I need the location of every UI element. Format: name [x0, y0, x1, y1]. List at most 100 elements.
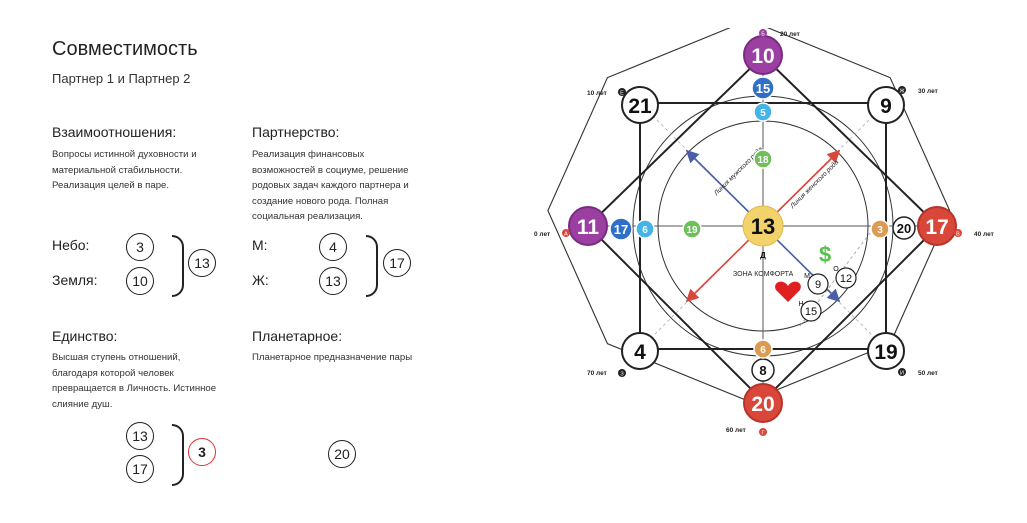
chakra-o-node — [835, 267, 857, 289]
unity-brace — [172, 424, 184, 486]
top-inner-node-1 — [751, 76, 775, 100]
corner-br-value: 19 — [874, 341, 897, 364]
age-letter-bottom: Г — [762, 431, 765, 437]
unity-desc-line: благодаря которой человек — [52, 367, 174, 379]
left-inner-value-1: 17 — [614, 222, 628, 237]
unity-value-2: 17 — [126, 455, 154, 483]
relations-description: Вопросы истинной духовности и материальн… — [52, 147, 197, 194]
chakra-m-value: 9 — [815, 279, 821, 291]
age-letter-right: В — [956, 232, 960, 238]
female-label: Ж: — [252, 272, 269, 288]
corner-tr-node — [867, 86, 905, 124]
left-inner-value-3: 19 — [686, 225, 698, 236]
planetary-heading: Планетарное: — [252, 328, 343, 344]
relations-brace — [172, 235, 184, 297]
top-inner-node-2 — [753, 102, 773, 122]
unity-sum: 3 — [188, 438, 216, 466]
center-letter: Д — [760, 251, 766, 260]
corner-tl-value: 21 — [628, 95, 652, 118]
left-inner-node-1 — [609, 217, 633, 241]
age-letter-tl: Е — [620, 91, 624, 97]
chakra-n-node — [800, 300, 822, 322]
chakra-m-node — [807, 273, 829, 295]
matrix-diagram: Линия мужского рода Линия женского рода … — [534, 28, 994, 437]
age-letter-left: А — [564, 232, 568, 238]
right-inner-node-1 — [892, 216, 916, 240]
relations-heading: Взаимоотношения: — [52, 124, 177, 140]
corner-tr-value: 9 — [880, 95, 892, 118]
chakra-o-letter: О — [833, 266, 839, 273]
bottom-inner-value-1: 8 — [759, 363, 766, 378]
right-inner-node-2 — [870, 219, 890, 239]
female-value: 13 — [319, 267, 347, 295]
left-value: 11 — [577, 216, 600, 239]
corner-br-node — [867, 332, 905, 370]
age-label-bl: 70 лет — [587, 370, 607, 377]
top-inner-node-3 — [753, 149, 773, 169]
partnership-brace — [366, 235, 378, 297]
bottom-inner-node-1 — [751, 358, 775, 382]
bottom-node — [743, 383, 783, 423]
corner-bl-value: 4 — [634, 341, 646, 364]
unity-desc-line: слияние душ. — [52, 398, 113, 410]
right-inner-value-2: 3 — [877, 225, 883, 236]
top-inner-value-2: 5 — [760, 108, 766, 119]
sky-label: Небо: — [52, 237, 90, 253]
sky-value: 3 — [126, 233, 154, 261]
male-label: М: — [252, 237, 268, 253]
unity-value-1: 13 — [126, 422, 154, 450]
right-value: 17 — [925, 216, 948, 239]
left-node — [568, 206, 608, 246]
unity-heading: Единство: — [52, 328, 118, 344]
right-node — [917, 206, 957, 246]
corner-tl-node — [621, 86, 659, 124]
age-letter-bl: З — [620, 372, 624, 378]
bottom-inner-value-2: 6 — [760, 345, 766, 356]
planetary-description: Планетарное предназначение пары — [252, 350, 412, 366]
dollar-icon: $ — [819, 242, 831, 267]
heart-icon — [775, 281, 801, 302]
corner-bl-node — [621, 332, 659, 370]
page-subtitle: Партнер 1 и Партнер 2 — [52, 71, 191, 86]
unity-desc-line: Высшая ступень отношений, — [52, 352, 181, 363]
center-node — [742, 205, 784, 247]
relations-sum: 13 — [188, 249, 216, 277]
partnership-desc-line: социальная реализация. — [252, 211, 363, 222]
partnership-desc-line: Реализация финансовых — [252, 149, 365, 160]
age-label-tl: 10 лет — [587, 90, 607, 97]
top-value: 10 — [751, 45, 774, 68]
age-label-right: 40 лет — [974, 231, 994, 238]
partnership-description: Реализация финансовых возможностей в соц… — [252, 147, 409, 225]
partnership-desc-line: создание нового рода. Полная — [252, 195, 389, 207]
bottom-inner-node-2 — [753, 339, 773, 359]
page-title: Совместимость — [52, 38, 198, 60]
chakra-n-value: 15 — [805, 306, 817, 318]
earth-value: 10 — [126, 267, 154, 295]
planetary-desc-line: Планетарное предназначение пары — [252, 352, 413, 363]
age-letter-top: Б — [761, 32, 765, 38]
chakra-o-value: 12 — [840, 273, 852, 285]
top-inner-value-1: 15 — [756, 81, 770, 96]
left-inner-node-2 — [635, 219, 655, 239]
partnership-desc-line: возможностей в социуме, решение — [252, 164, 409, 176]
age-letter-tr: Ж — [899, 89, 904, 95]
unity-desc-line: превращается в Личность. Истинное — [52, 383, 217, 394]
age-label-left: 0 лет — [534, 231, 550, 238]
unity-description: Высшая ступень отношений, благодаря кото… — [52, 350, 216, 412]
right-inner-value-1: 20 — [897, 221, 911, 236]
age-label-top: 20 лет — [780, 31, 800, 38]
age-label-bottom: 60 лет — [726, 427, 746, 434]
male-value: 4 — [319, 233, 347, 261]
partnership-heading: Партнерство: — [252, 124, 340, 140]
age-letter-br: И — [900, 371, 904, 377]
chakra-n-letter: Н — [798, 301, 803, 308]
female-line-label: Линия женского рода — [788, 158, 841, 211]
comfort-zone-label: ЗОНА КОМФОРТА — [733, 271, 794, 278]
partnership-sum: 17 — [383, 249, 411, 277]
center-value: 13 — [751, 214, 775, 239]
relations-desc-line: Реализация целей в паре. — [52, 180, 170, 191]
planetary-value: 20 — [328, 440, 356, 468]
left-inner-value-2: 6 — [642, 225, 648, 236]
partnership-desc-line: родовых задач каждого партнера и — [252, 180, 409, 191]
earth-label: Земля: — [52, 272, 98, 288]
